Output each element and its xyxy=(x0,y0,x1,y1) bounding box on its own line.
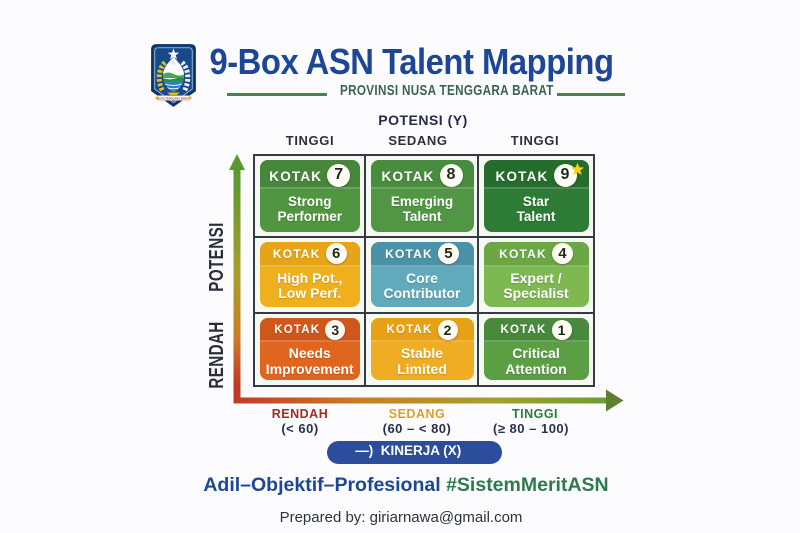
svg-text:NUSA TENGGARA BARAT: NUSA TENGGARA BARAT xyxy=(157,96,190,100)
